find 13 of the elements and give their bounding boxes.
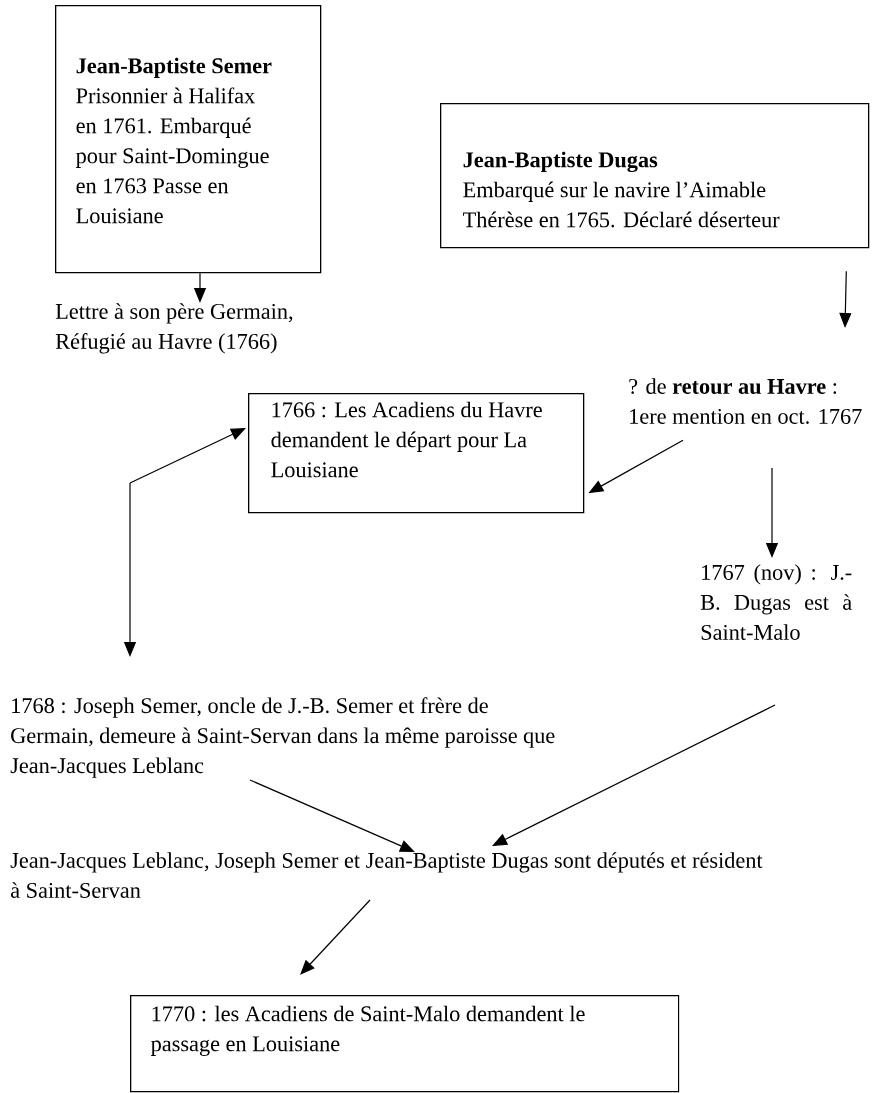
arrow	[300, 899, 371, 975]
note-text: 1767 (nov) : J.-B. Dugas est à Saint-Malo	[700, 564, 852, 640]
note-text: 1768 : Joseph Semer, oncle de J.-B. Semer et frère de Germain, demeure à Saint-Servan dans la même paroisse que Jean-Jacques Leblanc	[10, 697, 555, 778]
note-text: Jean-Jacques Leblanc, Joseph Semer et Jean-Baptiste Dugas sont députés et résident à Saint-Servan	[10, 852, 763, 898]
text-box: Jean-Baptiste Semer Prisonnier à Halifax en 1761. Embarqué pour Saint-Domingue en 1763 Passe en Louisiane	[55, 5, 322, 274]
note-text: ? de retour au Havre : 1ere mention en oct. 1767	[629, 378, 862, 424]
note-text: Lettre à son père Germain, Réfugié au Havre (1766)	[55, 303, 293, 354]
arrow	[249, 779, 415, 852]
arrow	[129, 428, 246, 484]
arrow	[492, 704, 776, 846]
text-box: Jean-Baptiste Dugas Embarqué sur le navire l’Aimable Thérèse en 1765. Déclaré déserteur	[440, 103, 870, 249]
text-box: 1766 : Les Acadiens du Havre demandent le départ pour La Louisiane	[248, 393, 585, 514]
text-box: 1770 : les Acadiens de Saint-Malo demandent le passage en Louisiane	[130, 995, 680, 1093]
